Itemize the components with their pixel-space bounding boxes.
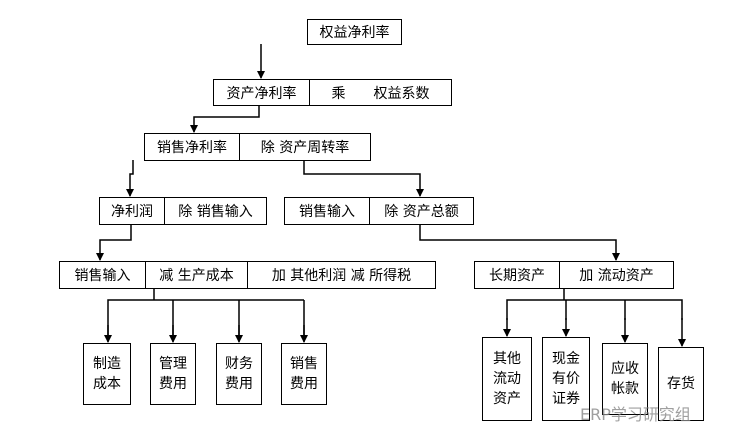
leaf-inventory: 存货: [658, 347, 704, 421]
watermark-text: ERP学习研究组: [580, 405, 691, 424]
node-long-term-assets-label: 长期资产: [489, 268, 545, 284]
node-roa-row: 资产净利率 乘 权益系数: [213, 79, 452, 106]
node-income-row: 销售输入 减 生产成本 加 其他利润 减 所得税: [59, 261, 436, 289]
node-net-profit-label: 净利润: [111, 204, 153, 220]
connector-income-costs: [107, 288, 305, 340]
node-roe: 权益净利率: [307, 19, 402, 45]
node-roe-label: 权益净利率: [319, 25, 390, 41]
leaf-receivables: 应收 帐款: [602, 343, 648, 415]
node-equity-multiplier-label: 乘 权益系数: [309, 80, 451, 105]
leaf-admin-expense: 管理 费用: [150, 343, 196, 405]
leaf-finance-expense: 财务 费用: [216, 343, 262, 405]
node-div-sales-label: 除 销售输入: [164, 198, 266, 224]
node-roa-label: 资产净利率: [226, 85, 297, 102]
connector-margin-profit: [126, 160, 134, 197]
node-minus-cost-label: 减 生产成本: [145, 262, 247, 288]
node-other-profit-tax-label: 加 其他利润 减 所得税: [247, 262, 435, 288]
connector-assets-items: [506, 288, 683, 320]
node-assets-row: 长期资产 加 流动资产: [474, 261, 674, 289]
connector-turnover-assets: [419, 224, 620, 261]
node-profit-row: 净利润 除 销售输入: [99, 197, 267, 225]
node-div-total-assets-label: 除 资产总额: [369, 198, 473, 224]
connector-profit-income: [96, 224, 132, 261]
connector-margin-turnover: [303, 160, 424, 197]
node-turnover-row: 销售输入 除 资产总额: [284, 197, 474, 225]
node-margin-row: 销售净利率 除 资产周转率: [144, 133, 371, 161]
leaf-manufacturing-cost: 制造 成本: [83, 343, 131, 405]
node-sales-label: 销售输入: [299, 204, 355, 220]
node-income-sales-label: 销售输入: [74, 268, 131, 284]
node-net-margin-label: 销售净利率: [157, 140, 227, 156]
leaf-other-current-assets: 其他 流动 资产: [482, 337, 532, 421]
leaf-cash-securities: 现金 有价 证券: [542, 337, 590, 421]
connector-roa-margin: [190, 105, 260, 133]
node-current-assets-label: 加 流动资产: [559, 262, 673, 288]
leaf-sales-expense: 销售 费用: [281, 343, 327, 405]
node-asset-turnover-label: 除 资产周转率: [239, 134, 370, 160]
